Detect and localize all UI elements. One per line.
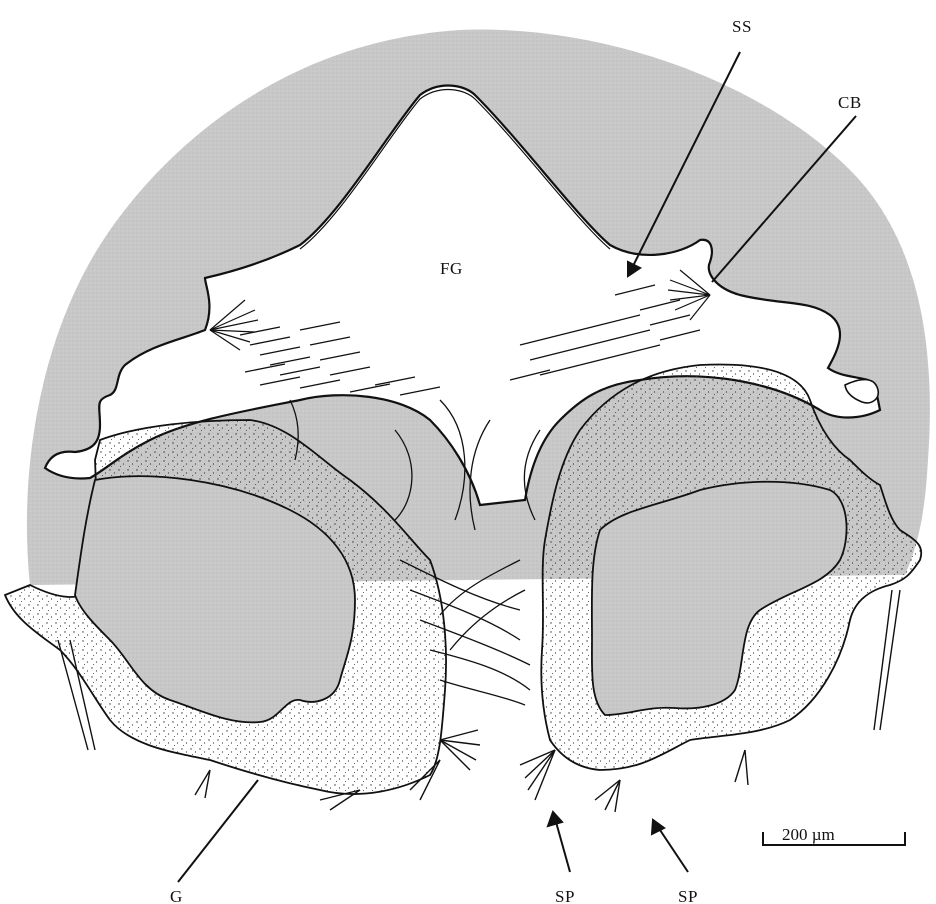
scale-bar-label: 200 µm	[782, 825, 835, 844]
label-ss: SS	[732, 17, 752, 36]
label-g: G	[170, 887, 183, 904]
label-sp-right: SP	[678, 887, 698, 904]
label-fg: FG	[440, 259, 463, 278]
label-sp-left: SP	[555, 887, 575, 904]
label-cb: CB	[838, 93, 862, 112]
